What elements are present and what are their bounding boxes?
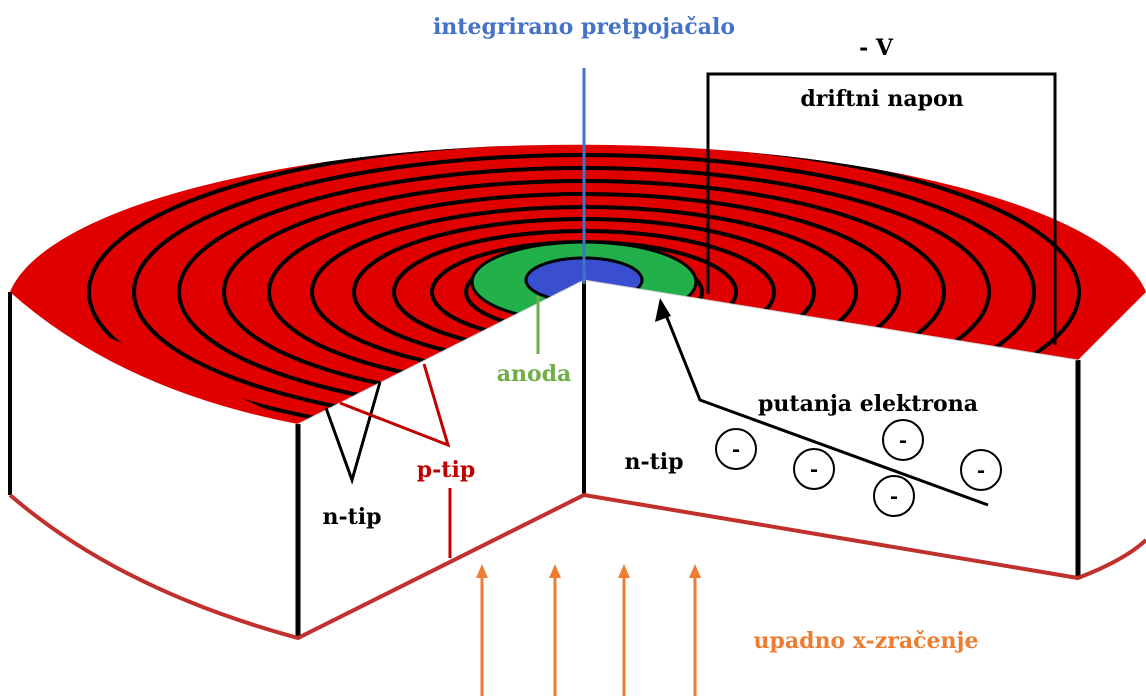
xray-arrowhead bbox=[476, 564, 488, 578]
cut-face-right bbox=[584, 280, 1078, 578]
electron-path-label: putanja elektrona bbox=[758, 391, 978, 417]
p-type-label: p-tip bbox=[417, 457, 475, 483]
electron bbox=[793, 448, 835, 490]
electron-sign: - bbox=[810, 457, 818, 481]
n-type-right-label: n-tip bbox=[624, 449, 683, 475]
xray-arrows bbox=[476, 564, 701, 696]
left-outer-wall bbox=[10, 292, 298, 638]
electron bbox=[873, 475, 915, 517]
preamp-label: integrirano pretpojačalo bbox=[433, 14, 735, 40]
drift-ring bbox=[87, 144, 1081, 424]
p-type-pointer bbox=[339, 363, 451, 448]
electron-path-arrow bbox=[662, 309, 989, 507]
cut-face-left bbox=[298, 280, 584, 638]
xray-arrowhead bbox=[618, 564, 630, 578]
electron bbox=[960, 449, 1002, 491]
n-type-left-label: n-tip bbox=[322, 504, 381, 530]
electron-sign: - bbox=[899, 428, 907, 452]
electron bbox=[715, 428, 757, 470]
electron-sign: - bbox=[732, 437, 740, 461]
bottom-rim bbox=[8, 492, 1146, 641]
electron-path-arrowhead bbox=[655, 298, 671, 322]
electron-sign: - bbox=[890, 484, 898, 508]
anode-label: anoda bbox=[497, 361, 572, 387]
xray-arrowhead bbox=[549, 564, 561, 578]
drift-voltage-bracket bbox=[706, 72, 1057, 345]
p-region-top-surface bbox=[10, 144, 1146, 424]
electron-sign: - bbox=[977, 458, 985, 482]
voltage-label: - V bbox=[859, 35, 894, 61]
drift-voltage-label: driftni napon bbox=[800, 86, 963, 112]
incident-xray-label: upadno x-zračenje bbox=[754, 628, 979, 654]
xray-arrowhead bbox=[689, 564, 701, 578]
electron bbox=[882, 419, 924, 461]
electrons: - - - - - bbox=[715, 419, 1002, 517]
